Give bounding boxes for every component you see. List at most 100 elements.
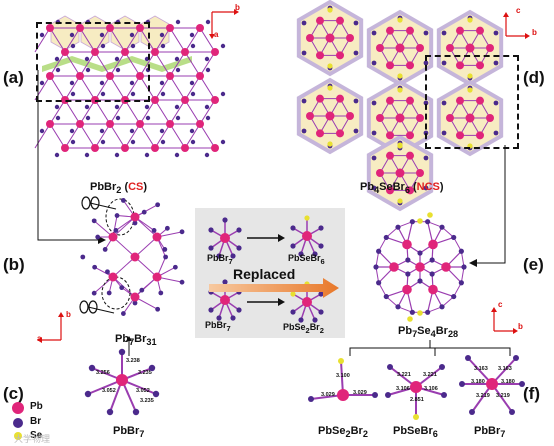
se-atom — [397, 198, 403, 204]
br-atom — [441, 392, 447, 398]
br-atom — [84, 104, 90, 110]
pb-atom — [116, 374, 128, 386]
pb7br31-cluster — [79, 196, 185, 316]
br-atom — [493, 100, 499, 106]
se-atom — [413, 414, 419, 420]
bond — [184, 75, 201, 101]
pb-atom — [181, 48, 189, 56]
pb-atom — [446, 44, 454, 52]
br-atom — [113, 228, 119, 233]
br-atom — [91, 218, 97, 224]
pb7se4br28-cluster — [373, 212, 467, 322]
scissors-icon — [81, 196, 91, 210]
br-atom — [159, 32, 165, 38]
se-atom — [397, 142, 403, 148]
br-atom — [130, 43, 136, 49]
pb-atom — [410, 381, 422, 393]
se-atom — [397, 87, 403, 93]
br-atom — [164, 225, 170, 231]
br-atom — [371, 130, 377, 136]
bond — [139, 27, 156, 53]
bond-length-label: 3.238 — [126, 358, 140, 364]
br-atom — [39, 32, 45, 38]
br-atom — [353, 50, 359, 56]
br-atom — [371, 60, 377, 66]
br-atom — [371, 100, 377, 106]
se-atom — [397, 73, 403, 79]
pb-atom — [386, 61, 394, 70]
se-atom — [467, 17, 473, 23]
axes-a — [209, 9, 239, 39]
pb-atom — [196, 120, 204, 128]
br-atom — [130, 139, 136, 145]
br-atom — [493, 130, 499, 136]
pb-atom — [316, 94, 324, 103]
pb-atom — [456, 96, 464, 105]
br-atom — [129, 128, 135, 134]
pb-atom — [76, 24, 84, 32]
se-atom — [417, 218, 423, 224]
pb-atom — [386, 131, 394, 140]
br-atom — [353, 128, 359, 134]
replace-bottom-right-label: PbSe2Br2 — [283, 322, 324, 335]
bond — [64, 123, 81, 149]
pb-atom — [416, 44, 424, 52]
connector-a-b — [37, 70, 106, 244]
axis-b-b: b — [66, 310, 71, 319]
bond-length-label: 3.219 — [476, 393, 490, 399]
bond — [79, 99, 96, 125]
br-atom — [385, 392, 391, 398]
br-atom — [318, 309, 324, 315]
bond — [184, 99, 201, 125]
br-atom — [129, 80, 135, 86]
bond — [79, 75, 96, 101]
pb-atom — [406, 61, 414, 70]
br-atom — [174, 104, 180, 110]
pb-atom — [106, 72, 114, 80]
br-atom — [179, 279, 185, 285]
bond-length-label: 3.235 — [140, 398, 154, 404]
br-atom — [208, 227, 214, 233]
pb-atom — [151, 96, 159, 104]
br-atom — [160, 139, 166, 145]
bond — [378, 282, 387, 297]
replaced-big-arrow — [209, 278, 339, 298]
pb-atom — [346, 34, 354, 42]
br-atom — [114, 213, 120, 218]
bond — [184, 27, 201, 53]
bond — [154, 75, 171, 101]
axis-c-d: c — [516, 6, 521, 15]
br-atom — [290, 309, 296, 315]
bond — [109, 51, 126, 77]
br-atom — [69, 80, 75, 86]
pb-atom — [395, 113, 405, 123]
br-atom — [100, 91, 106, 97]
br-atom — [100, 139, 106, 145]
bond — [139, 123, 156, 149]
pb-atom — [476, 26, 484, 35]
pb-atom — [166, 24, 174, 32]
bond-length-label: 3.235 — [138, 370, 152, 376]
bond — [109, 123, 126, 149]
pb-atom — [152, 272, 162, 282]
se-atom — [467, 73, 473, 79]
br-atom — [220, 91, 226, 97]
br-atom — [158, 290, 164, 296]
pb-atom — [441, 262, 451, 272]
br-atom — [99, 128, 105, 134]
br-atom — [139, 287, 145, 293]
pb-atom — [121, 144, 129, 152]
bond — [134, 216, 158, 238]
br-atom — [395, 304, 401, 310]
pb-atom — [136, 72, 144, 80]
pb-atom — [76, 120, 84, 128]
br-atom — [175, 19, 181, 25]
panel-label-e: (e) — [523, 255, 544, 274]
pb-atom — [416, 114, 424, 122]
br-atom — [509, 409, 515, 415]
pb-atom — [336, 16, 344, 25]
br-atom — [144, 104, 150, 110]
br-atom — [513, 355, 519, 361]
br-atom — [301, 98, 307, 104]
